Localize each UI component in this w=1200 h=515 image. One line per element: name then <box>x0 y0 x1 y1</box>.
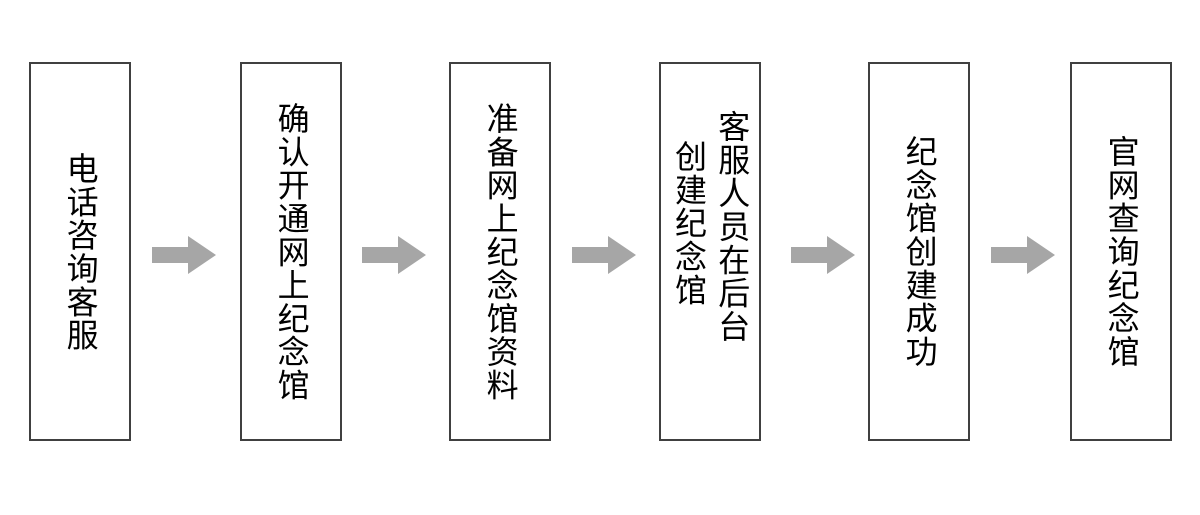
flow-node-4-text-col-1: 客服人员在后台 <box>713 110 752 343</box>
flow-node-1-body: 电话咨询客服 <box>31 64 129 439</box>
flow-node-5[interactable]: 纪念馆创建成功 <box>868 62 970 441</box>
flow-node-6-text: 官网查询纪念馆 <box>1102 135 1141 368</box>
flow-arrow-4 <box>791 236 855 274</box>
flow-node-4-text-col-2: 创建纪念馆 <box>670 140 708 307</box>
flow-node-1-text: 电话咨询客服 <box>61 151 100 352</box>
flow-arrow-5 <box>991 236 1055 274</box>
flow-node-3-text: 准备网上纪念馆资料 <box>481 101 520 402</box>
flow-node-2[interactable]: 确认开通网上纪念馆 <box>240 62 342 441</box>
flow-arrow-2 <box>362 236 426 274</box>
flow-node-5-text: 纪念馆创建成功 <box>900 135 939 368</box>
flow-arrow-3 <box>572 236 636 274</box>
flowchart-canvas: 电话咨询客服 确认开通网上纪念馆 准备网上纪念馆资料 客服人员在后台 <box>29 62 1172 441</box>
flow-node-4[interactable]: 客服人员在后台 创建纪念馆 <box>659 62 761 441</box>
flow-node-5-body: 纪念馆创建成功 <box>870 64 968 439</box>
flow-node-2-body: 确认开通网上纪念馆 <box>242 64 340 439</box>
flow-node-6-body: 官网查询纪念馆 <box>1072 64 1170 439</box>
flow-node-4-body: 客服人员在后台 创建纪念馆 <box>661 64 759 515</box>
flow-arrow-1 <box>152 236 216 274</box>
flow-node-3[interactable]: 准备网上纪念馆资料 <box>449 62 551 441</box>
flow-node-6[interactable]: 官网查询纪念馆 <box>1070 62 1172 441</box>
flow-node-2-text: 确认开通网上纪念馆 <box>272 101 311 402</box>
flow-node-3-body: 准备网上纪念馆资料 <box>451 64 549 439</box>
flow-node-1[interactable]: 电话咨询客服 <box>29 62 131 441</box>
